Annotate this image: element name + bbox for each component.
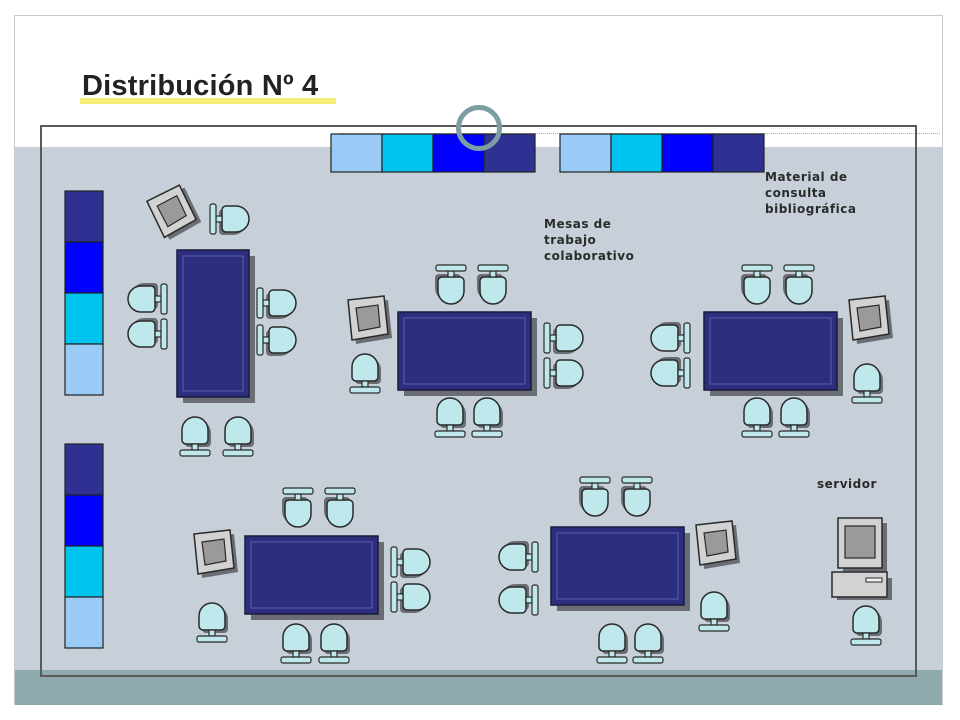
computer-monitor-icon <box>695 520 740 569</box>
label-mesas-trabajo: Mesas de trabajo colaborativo <box>544 217 635 263</box>
chair-icon <box>256 324 297 356</box>
chair-icon <box>650 322 691 354</box>
chair-icon <box>477 264 509 305</box>
chair-icon <box>850 605 882 646</box>
chair-icon <box>498 541 539 573</box>
bookshelf-icon <box>330 133 536 173</box>
label-material-consulta: Material de consulta bibliográfica <box>765 170 857 216</box>
chair-icon <box>650 357 691 389</box>
chair-icon <box>127 283 168 315</box>
chair-icon <box>256 287 297 319</box>
chair-icon <box>741 264 773 305</box>
chair-icon <box>632 623 664 664</box>
chair-icon <box>596 623 628 664</box>
chair-icon <box>741 397 773 438</box>
chair-icon <box>209 203 250 235</box>
bookshelf-icon <box>64 190 104 396</box>
title-highlight <box>80 98 336 104</box>
chair-icon <box>390 581 431 613</box>
chair-icon <box>318 623 350 664</box>
computer-monitor-icon <box>145 184 202 240</box>
table-icon <box>550 526 690 611</box>
chair-icon <box>349 353 381 394</box>
chair-icon <box>324 487 356 528</box>
chair-icon <box>698 591 730 632</box>
chair-icon <box>621 476 653 517</box>
bookshelf-icon <box>64 443 104 649</box>
bookshelf-icon <box>559 133 765 173</box>
chair-icon <box>851 363 883 404</box>
chair-icon <box>543 322 584 354</box>
computer-monitor-icon <box>193 529 238 578</box>
chair-icon <box>390 546 431 578</box>
chair-icon <box>543 357 584 389</box>
chair-icon <box>498 584 539 616</box>
chair-icon <box>280 623 312 664</box>
chair-icon <box>179 416 211 457</box>
chair-icon <box>434 397 466 438</box>
table-icon <box>244 535 384 620</box>
chair-icon <box>127 318 168 350</box>
table-icon <box>176 249 255 403</box>
server-icon <box>831 517 892 600</box>
table-icon <box>397 311 537 396</box>
chair-icon <box>579 476 611 517</box>
computer-monitor-icon <box>848 295 893 344</box>
chair-icon <box>783 264 815 305</box>
table-icon <box>703 311 843 396</box>
chair-icon <box>222 416 254 457</box>
chair-icon <box>435 264 467 305</box>
chair-icon <box>196 602 228 643</box>
door-ring-icon <box>456 105 502 151</box>
chair-icon <box>471 397 503 438</box>
chair-icon <box>282 487 314 528</box>
computer-monitor-icon <box>347 295 392 344</box>
slide-title: Distribución Nº 4 <box>82 70 319 102</box>
label-servidor: servidor <box>817 477 877 491</box>
chair-icon <box>778 397 810 438</box>
